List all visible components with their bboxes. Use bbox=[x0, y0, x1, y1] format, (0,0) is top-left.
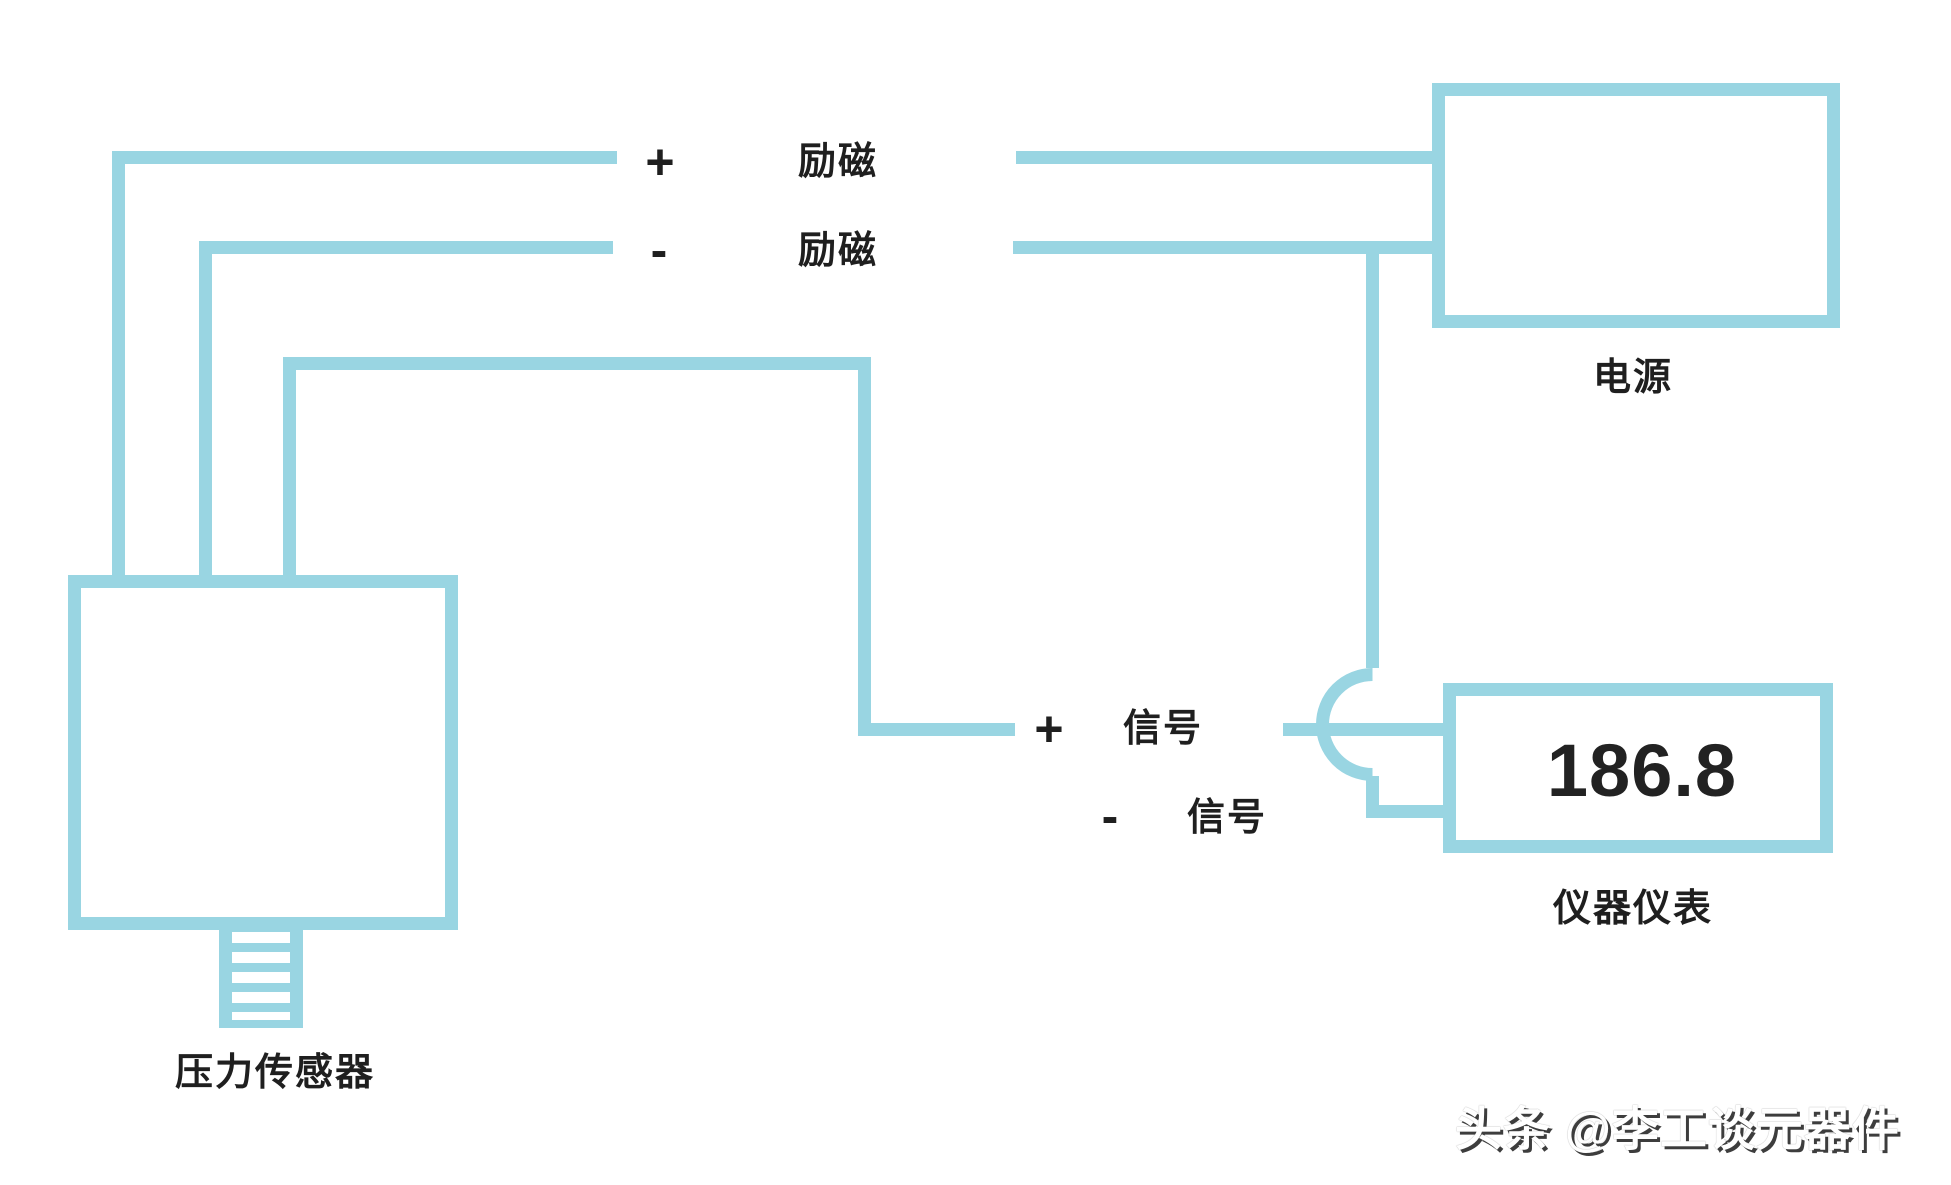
signal-pos-wire-left bbox=[858, 723, 1015, 736]
instrument-box bbox=[1443, 683, 1833, 853]
excitation-pos-wire-left bbox=[112, 151, 617, 164]
signal-pos-wire-drop bbox=[858, 357, 871, 736]
power-supply-label: 电源 bbox=[1593, 357, 1674, 399]
signal-pos-wire-top bbox=[283, 357, 871, 370]
sensor-label: 压力传感器 bbox=[175, 1052, 376, 1094]
instrument-reading: 186.8 bbox=[1546, 729, 1738, 812]
signal-neg-wire-right bbox=[1366, 805, 1455, 818]
power-supply-box bbox=[1432, 83, 1840, 328]
watermark-text: 头条 @李工谈元器件 bbox=[1455, 1102, 1900, 1156]
sensor-lead-excitation-pos bbox=[112, 151, 125, 588]
excitation-pos-sign: + bbox=[645, 134, 675, 190]
excitation-neg-sign: - bbox=[650, 222, 668, 278]
thread-stripes bbox=[232, 932, 290, 1020]
signal-neg-sign: - bbox=[1101, 788, 1119, 844]
pressure-sensor-box bbox=[68, 575, 458, 930]
signal-neg-label: 信号 bbox=[1187, 797, 1268, 839]
excitation-pos-wire-right bbox=[1016, 151, 1436, 164]
signal-pos-label: 信号 bbox=[1123, 708, 1204, 750]
sensor-thread-stem bbox=[219, 918, 303, 1028]
excitation-neg-wire-right bbox=[1013, 241, 1436, 254]
excitation-pos-label: 励磁 bbox=[798, 141, 879, 183]
instrument-label: 仪器仪表 bbox=[1553, 888, 1714, 930]
signal-pos-sign: + bbox=[1034, 701, 1064, 757]
excitation-neg-wire-left bbox=[199, 241, 613, 254]
excitation-neg-label: 励磁 bbox=[798, 230, 879, 272]
power-neg-drop-wire bbox=[1366, 252, 1379, 668]
sensor-lead-excitation-neg bbox=[199, 241, 212, 588]
sensor-lead-signal-pos bbox=[283, 357, 296, 588]
